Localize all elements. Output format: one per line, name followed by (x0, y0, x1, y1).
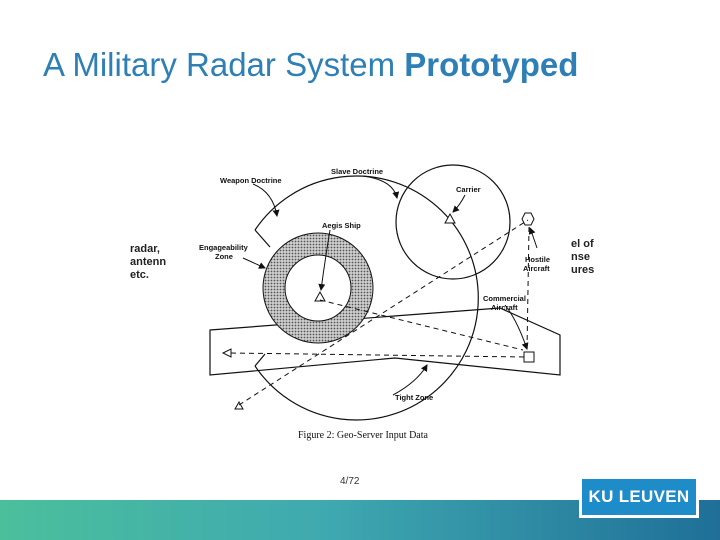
track-marker-bottom (234, 400, 244, 410)
arrow-hostile (528, 227, 538, 249)
weapon-doctrine-zone (254, 175, 479, 421)
arrow-tight-zone (392, 364, 428, 396)
track-marker-left (221, 348, 232, 358)
logo-text: KU LEUVEN (588, 487, 690, 506)
carrier-zone (395, 164, 511, 280)
dashed-track-3 (319, 299, 524, 351)
label-aegis-ship: Aegis Ship (322, 221, 361, 230)
label-hostile-1: Hostile (525, 255, 550, 264)
commercial-aircraft-marker (523, 351, 535, 363)
dashed-track-2 (230, 352, 525, 358)
right-text-line: ures (571, 264, 595, 276)
arrow-slave-doctrine (362, 175, 400, 199)
label-carrier: Carrier (456, 185, 481, 194)
arrow-aegis-ship (318, 229, 331, 291)
radar-diagram: Weapon Doctrine Slave Doctrine Carrier A… (199, 164, 561, 441)
dashed-track-4 (526, 226, 530, 351)
label-engageability-2: Zone (215, 252, 233, 261)
title-regular: A Military Radar System (43, 46, 405, 83)
arrow-weapon-doctrine (252, 183, 280, 217)
left-text-line: etc. (130, 269, 149, 281)
flight-corridor (209, 307, 561, 376)
dashed-track-1 (238, 219, 529, 406)
arrow-commercial (504, 304, 529, 350)
slide-title: A Military Radar System Prototyped (43, 46, 578, 84)
label-commercial-1: Commercial (483, 294, 526, 303)
figure-caption: Figure 2: Geo-Server Input Data (298, 430, 429, 441)
ku-leuven-logo: KU LEUVEN (579, 476, 699, 518)
left-partial-text: radar, antenn etc. (130, 243, 166, 282)
page-number: 4/72 (340, 476, 360, 487)
title-bold: Prototyped (404, 46, 579, 83)
hostile-aircraft-marker (521, 212, 535, 226)
carrier-marker (444, 212, 456, 224)
arrow-carrier (452, 194, 466, 213)
label-slave-doctrine: Slave Doctrine (331, 167, 383, 176)
weapon-doctrine-edge (254, 229, 271, 367)
right-text-line: el of (571, 238, 594, 250)
right-text-line: nse (571, 251, 590, 263)
label-weapon-doctrine: Weapon Doctrine (220, 176, 282, 185)
aegis-ship-marker (314, 290, 326, 302)
right-partial-text: el of nse ures (571, 238, 594, 277)
engageability-inner (284, 254, 352, 322)
left-text-line: antenn (130, 256, 167, 268)
left-text-line: radar, (130, 243, 160, 255)
arrow-engageability (242, 257, 266, 269)
label-commercial-2: Aircraft (491, 303, 518, 312)
label-hostile-2: Aircraft (523, 264, 550, 273)
label-engageability-1: Engageability (199, 243, 249, 252)
label-tight-zone: Tight Zone (395, 393, 433, 402)
